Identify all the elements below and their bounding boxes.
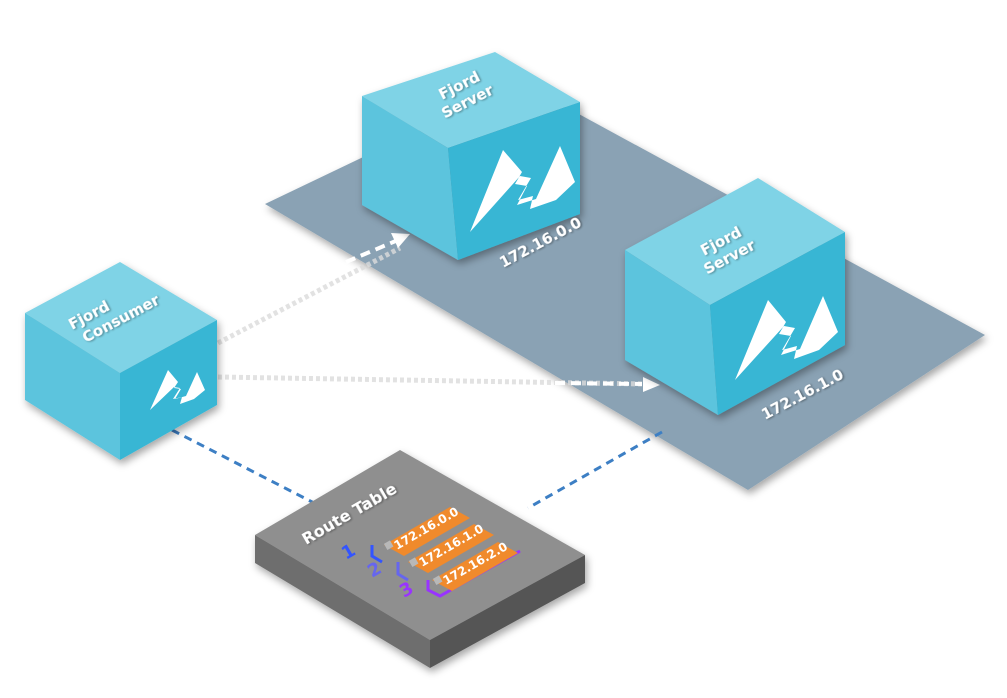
link-consumer-route-table [171, 428, 319, 507]
traffic-line-to-server-a [216, 245, 402, 346]
traffic-line-to-server-b [217, 374, 646, 387]
link-server-route-table [527, 430, 663, 510]
mountain-icon [735, 296, 838, 380]
mountain-icon [150, 370, 205, 410]
arrow-to-server-b [554, 377, 660, 392]
arrow-to-server-a [345, 233, 410, 264]
fjord-consumer-cube [25, 262, 217, 460]
mountain-icon [470, 146, 575, 232]
